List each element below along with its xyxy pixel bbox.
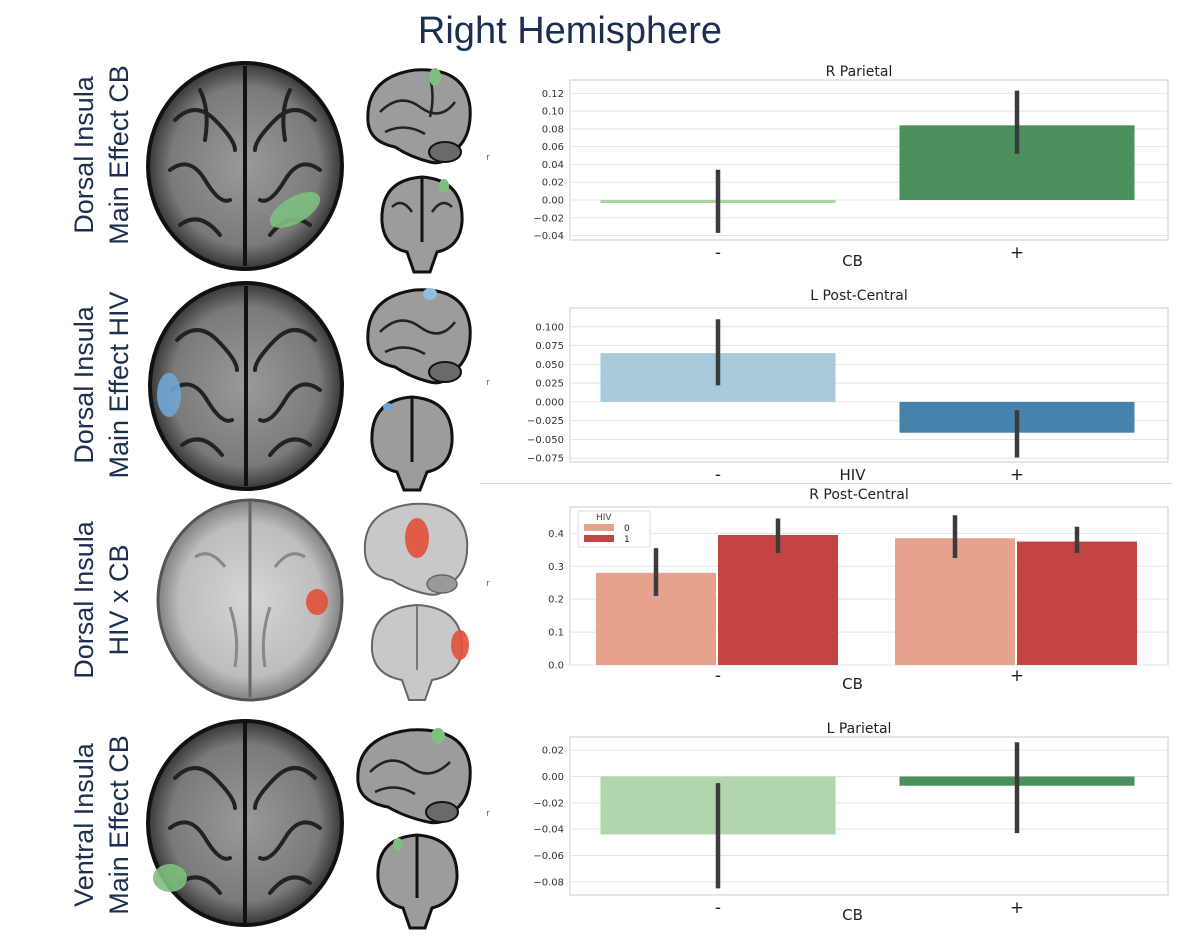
y-tick-label: 0.4 xyxy=(548,529,564,540)
chart-title: L Post-Central xyxy=(810,288,908,304)
chart-l-parietal: −0.08 −0.06 −0.04 −0.02 0.00 0.02 L Parietal r -… xyxy=(486,721,1169,924)
brain-axial-2 xyxy=(148,281,344,491)
y-axis-label: r xyxy=(486,378,490,388)
y-tick-label: 0.10 xyxy=(542,107,564,118)
brain-coronal-4 xyxy=(376,833,459,930)
y-tick-label: 0.2 xyxy=(548,595,564,606)
y-tick-label: 0.100 xyxy=(535,322,564,333)
chart-r-post-central: 0.0 0.1 0.2 0.3 0.4 R Post-Central r - + CB HIV 01 xyxy=(486,487,1169,693)
legend-label: 1 xyxy=(624,535,630,545)
y-tick-label: −0.04 xyxy=(533,825,564,836)
activation-blob-3 xyxy=(306,589,328,615)
row-label-4-line1: Ventral Insula xyxy=(69,743,99,907)
brain-sagittal-2 xyxy=(366,288,472,385)
legend-swatch xyxy=(584,535,614,542)
y-tick-label: −0.04 xyxy=(533,231,564,242)
chart-title: R Parietal xyxy=(826,64,893,80)
y-tick-label: −0.08 xyxy=(533,877,564,888)
brain-sagittal-3 xyxy=(363,502,469,596)
row-label-1: Dorsal Insula Main Effect CB xyxy=(67,40,137,270)
x-tick-label: - xyxy=(715,243,721,263)
chart-r-parietal: −0.04 −0.02 0.00 0.02 0.04 0.06 0.08 0.10 0.12 R … xyxy=(486,64,1169,270)
brain-coronal-3 xyxy=(370,603,469,701)
bar xyxy=(895,538,1015,665)
activation-blob-4 xyxy=(153,864,187,892)
y-tick-label: 0.00 xyxy=(542,772,564,783)
y-tick-label: 0.12 xyxy=(542,89,564,100)
separator-line xyxy=(480,483,1172,484)
x-axis-label: HIV xyxy=(840,466,867,484)
y-tick-label: 0.050 xyxy=(535,360,564,371)
x-tick-label: - xyxy=(715,898,721,918)
y-tick-label: −0.025 xyxy=(527,416,564,427)
activation-blob-1 xyxy=(269,192,321,228)
legend-title: HIV xyxy=(596,513,612,523)
x-axis-label: CB xyxy=(842,252,863,270)
row-label-1-line2: Main Effect CB xyxy=(104,65,134,245)
row-label-3: Dorsal Insula HIV x CB xyxy=(67,485,137,715)
brain-sagittal-4 xyxy=(356,728,472,825)
brain-sagittal-1 xyxy=(366,68,472,165)
row-label-3-line1: Dorsal Insula xyxy=(69,521,99,679)
row-label-2: Dorsal Insula Main Effect HIV xyxy=(67,270,137,500)
y-axis-label: r xyxy=(486,153,490,163)
y-tick-label: 0.06 xyxy=(542,142,564,153)
brain-axial-1 xyxy=(146,61,344,271)
y-tick-label: 0.00 xyxy=(542,196,564,207)
activation-blob-2 xyxy=(157,373,181,417)
brain-axial-3 xyxy=(156,498,344,702)
row-label-1-line1: Dorsal Insula xyxy=(69,76,99,234)
brain-axial-4 xyxy=(146,719,344,927)
figure-title: Right Hemisphere xyxy=(417,10,723,52)
bar xyxy=(1017,541,1137,665)
row-label-4: Ventral Insula Main Effect CB xyxy=(67,710,137,940)
y-tick-label: 0.3 xyxy=(548,562,564,573)
row-label-3-line2: HIV x CB xyxy=(104,544,134,656)
chart-title: R Post-Central xyxy=(809,487,909,503)
y-tick-label: 0.075 xyxy=(535,341,564,352)
legend-label: 0 xyxy=(624,524,630,534)
x-tick-label: + xyxy=(1010,898,1024,918)
y-tick-label: −0.02 xyxy=(533,798,564,809)
y-tick-label: 0.04 xyxy=(542,160,564,171)
y-tick-label: 0.0 xyxy=(548,661,564,672)
bar xyxy=(718,534,838,665)
chart-title: L Parietal xyxy=(827,721,892,737)
x-tick-label: - xyxy=(715,465,721,485)
y-tick-label: 0.025 xyxy=(535,379,564,390)
y-tick-label: 0.000 xyxy=(535,397,564,408)
row-label-2-line2: Main Effect HIV xyxy=(104,291,134,479)
x-axis-label: CB xyxy=(842,675,863,693)
y-tick-label: −0.06 xyxy=(533,851,564,862)
y-tick-label: −0.02 xyxy=(533,213,564,224)
legend-swatch xyxy=(584,524,614,531)
x-tick-label: + xyxy=(1010,666,1024,686)
row-label-4-line2: Main Effect CB xyxy=(104,735,134,915)
brain-coronal-2 xyxy=(370,395,454,492)
brain-coronal-1 xyxy=(380,175,464,274)
y-tick-label: −0.050 xyxy=(527,435,564,446)
y-axis-label: r xyxy=(486,579,490,589)
y-tick-label: 0.02 xyxy=(542,746,564,757)
y-axis-label: r xyxy=(486,809,490,819)
y-tick-label: 0.08 xyxy=(542,124,564,135)
y-tick-label: 0.1 xyxy=(548,628,564,639)
x-tick-label: - xyxy=(715,666,721,686)
x-axis-label: CB xyxy=(842,906,863,924)
row-label-2-line1: Dorsal Insula xyxy=(69,306,99,464)
x-tick-label: + xyxy=(1010,465,1024,485)
y-tick-label: 0.02 xyxy=(542,178,564,189)
y-tick-label: −0.075 xyxy=(527,454,564,465)
chart-l-post-central: −0.075 −0.050 −0.025 0.000 0.025 0.050 0.075 0.… xyxy=(486,288,1169,485)
x-tick-label: + xyxy=(1010,243,1024,263)
